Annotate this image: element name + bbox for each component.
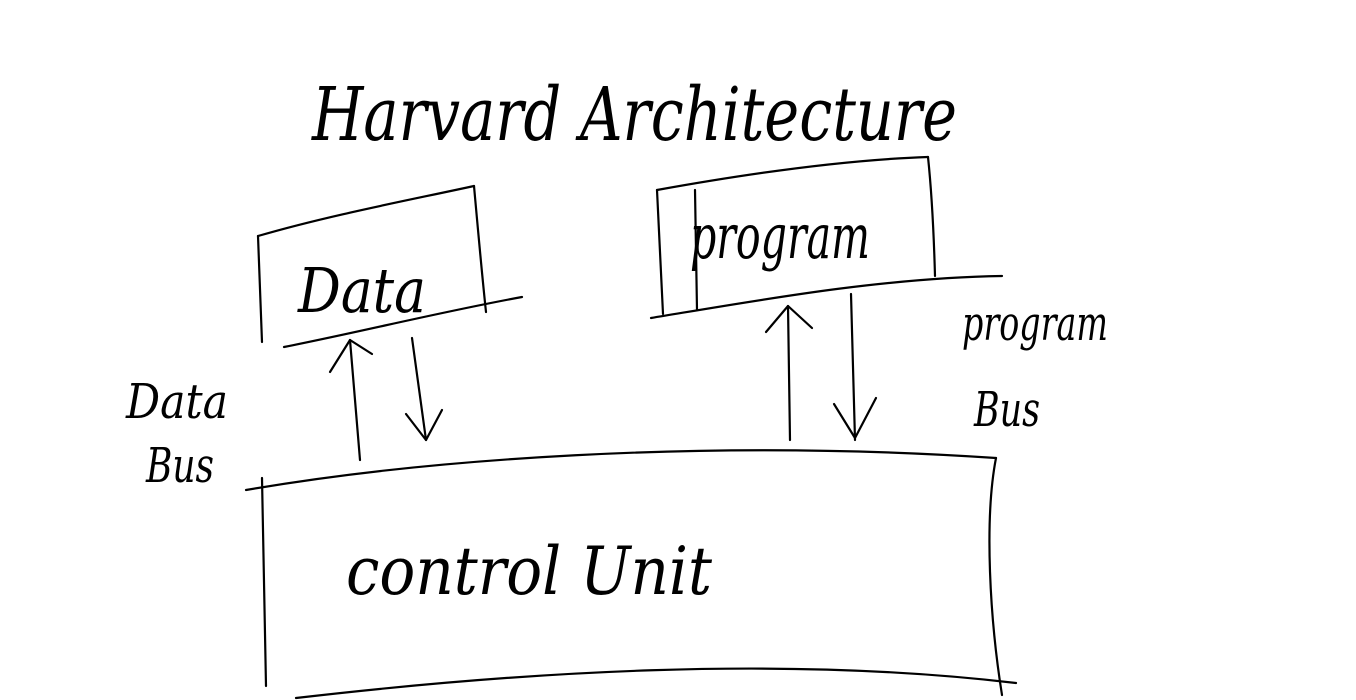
data-bus-label-line1: Data [125, 374, 228, 430]
program-bus-label: program Bus [962, 296, 1108, 438]
control-unit-box: control Unit [244, 449, 1018, 700]
data-memory-label: Data [297, 254, 426, 327]
program-memory-label: program [690, 200, 870, 273]
diagram-title: Harvard Architecture [310, 72, 957, 158]
program-memory-box: program [649, 155, 1004, 320]
data-bus-label: Data Bus [125, 374, 228, 494]
program-bus-arrows [764, 292, 878, 442]
data-memory-box: Data [256, 184, 524, 349]
data-bus-up-arrow [328, 338, 374, 462]
data-bus-arrows [328, 336, 444, 462]
data-bus-label-line2: Bus [145, 438, 214, 494]
program-bus-down-arrow [832, 292, 878, 442]
program-bus-label-line1: program [962, 296, 1108, 352]
program-bus-up-arrow [764, 304, 814, 442]
control-unit-label: control Unit [346, 533, 712, 610]
data-bus-down-arrow [404, 336, 444, 442]
program-bus-label-line2: Bus [973, 382, 1040, 438]
